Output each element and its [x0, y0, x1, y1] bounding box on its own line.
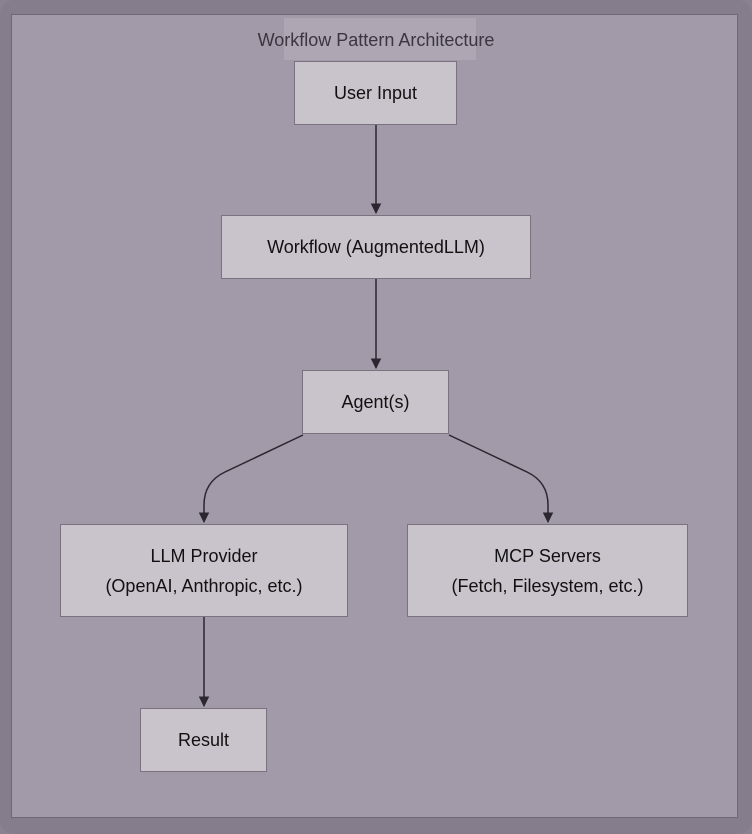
- node-user-input: User Input: [294, 61, 457, 125]
- node-mcp-servers: MCP Servers (Fetch, Filesystem, etc.): [407, 524, 688, 617]
- node-label: User Input: [333, 83, 418, 103]
- title-highlight: [284, 18, 476, 60]
- node-label: Workflow (AugmentedLLM): [267, 237, 485, 257]
- node-label-line2: (Fetch, Filesystem, etc.): [451, 575, 644, 596]
- node-label: Agent(s): [341, 392, 410, 412]
- edge-agents-to-mcp-servers: [448, 434, 554, 524]
- node-label-line1: LLM Provider: [150, 545, 258, 566]
- node-workflow: Workflow (AugmentedLLM): [221, 215, 531, 279]
- edge-agents-to-llm-provider: [198, 434, 304, 524]
- node-agents: Agent(s): [302, 370, 449, 434]
- node-llm-provider: LLM Provider (OpenAI, Anthropic, etc.): [60, 524, 348, 617]
- node-label: Result: [177, 730, 230, 750]
- diagram-title: Workflow Pattern Architecture: [257, 30, 495, 50]
- node-label-line1: MCP Servers: [494, 545, 601, 566]
- node-result: Result: [140, 708, 267, 772]
- node-label-line2: (OpenAI, Anthropic, etc.): [105, 575, 303, 596]
